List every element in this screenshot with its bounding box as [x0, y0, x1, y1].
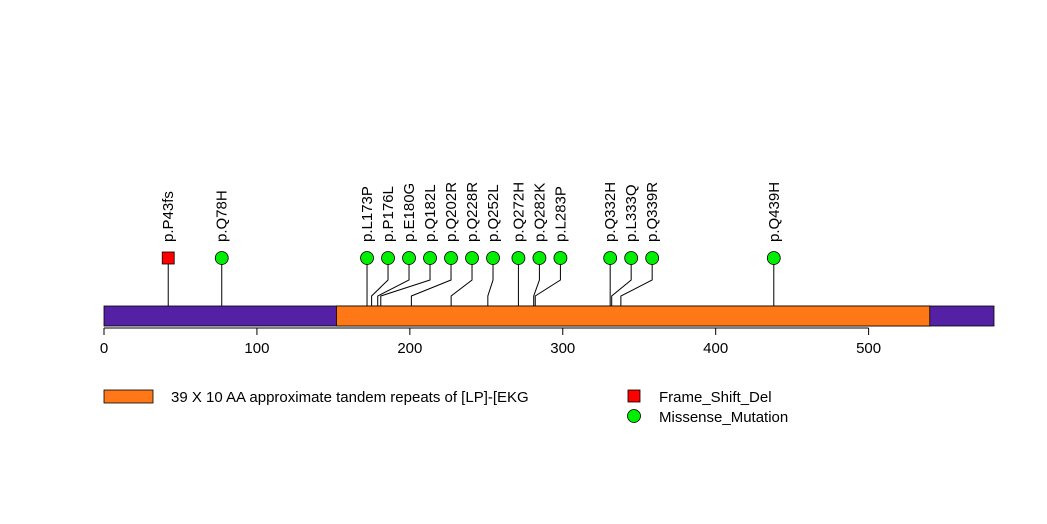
mutation-label: p.P43fs — [160, 191, 177, 242]
missense-marker — [624, 251, 639, 265]
protein-bars-layer — [103, 305, 995, 327]
mutation-label: p.Q202R — [443, 182, 460, 242]
mutation-label: p.Q78H — [214, 190, 231, 242]
legend-frame-shift-label: Frame_Shift_Del — [659, 389, 772, 406]
x-tick-label: 0 — [100, 340, 108, 357]
missense-marker — [214, 251, 229, 265]
missense-marker — [645, 251, 660, 265]
legend-frame-shift-swatch — [627, 389, 641, 403]
mutation-label: p.Q439H — [766, 182, 783, 242]
legend-missense-label: Missense_Mutation — [659, 409, 788, 426]
mutation-label: p.Q272H — [510, 182, 527, 242]
domain-0 — [336, 305, 931, 327]
x-axis: 0 100 200 300 400 500 — [100, 327, 881, 357]
missense-marker — [553, 251, 568, 265]
mutation-label: p.L173P — [359, 186, 376, 242]
legend-domain-label: 39 X 10 AA approximate tandem repeats of… — [171, 389, 529, 406]
x-tick-label: 100 — [244, 340, 269, 357]
missense-marker — [360, 251, 374, 265]
missense-marker — [766, 251, 781, 265]
mutation-label: p.E180G — [401, 183, 418, 242]
mutation-label: p.Q182L — [422, 184, 439, 242]
legend-domain-swatch — [103, 389, 154, 404]
mutation-label: p.P176L — [380, 186, 397, 242]
missense-marker — [603, 251, 618, 265]
x-tick-label: 200 — [397, 340, 422, 357]
mutation-label: p.L283P — [552, 186, 569, 242]
missense-marker — [532, 251, 547, 265]
missense-marker — [402, 251, 416, 265]
legend: 39 X 10 AA approximate tandem repeats of… — [103, 389, 788, 426]
x-tick-label: 500 — [856, 340, 881, 357]
legend-missense-swatch — [627, 409, 641, 423]
x-tick-label: 300 — [550, 340, 575, 357]
mutation-label: p.L333Q — [623, 184, 640, 242]
missense-marker — [381, 251, 395, 265]
mutation-label: p.Q339R — [644, 182, 661, 242]
missense-marker — [486, 251, 500, 265]
missense-marker — [511, 251, 526, 265]
missense-marker — [465, 251, 479, 265]
x-tick-label: 400 — [703, 340, 728, 357]
mutation-heads-layer — [161, 251, 781, 265]
missense-marker — [444, 251, 458, 265]
mutation-label: p.Q332H — [602, 182, 619, 242]
mutation-label: p.Q228R — [464, 182, 481, 242]
missense-marker — [423, 251, 437, 265]
frame-shift-marker — [161, 251, 175, 265]
mutation-label: p.Q282K — [531, 183, 548, 242]
mutation-label: p.Q252L — [485, 184, 502, 242]
